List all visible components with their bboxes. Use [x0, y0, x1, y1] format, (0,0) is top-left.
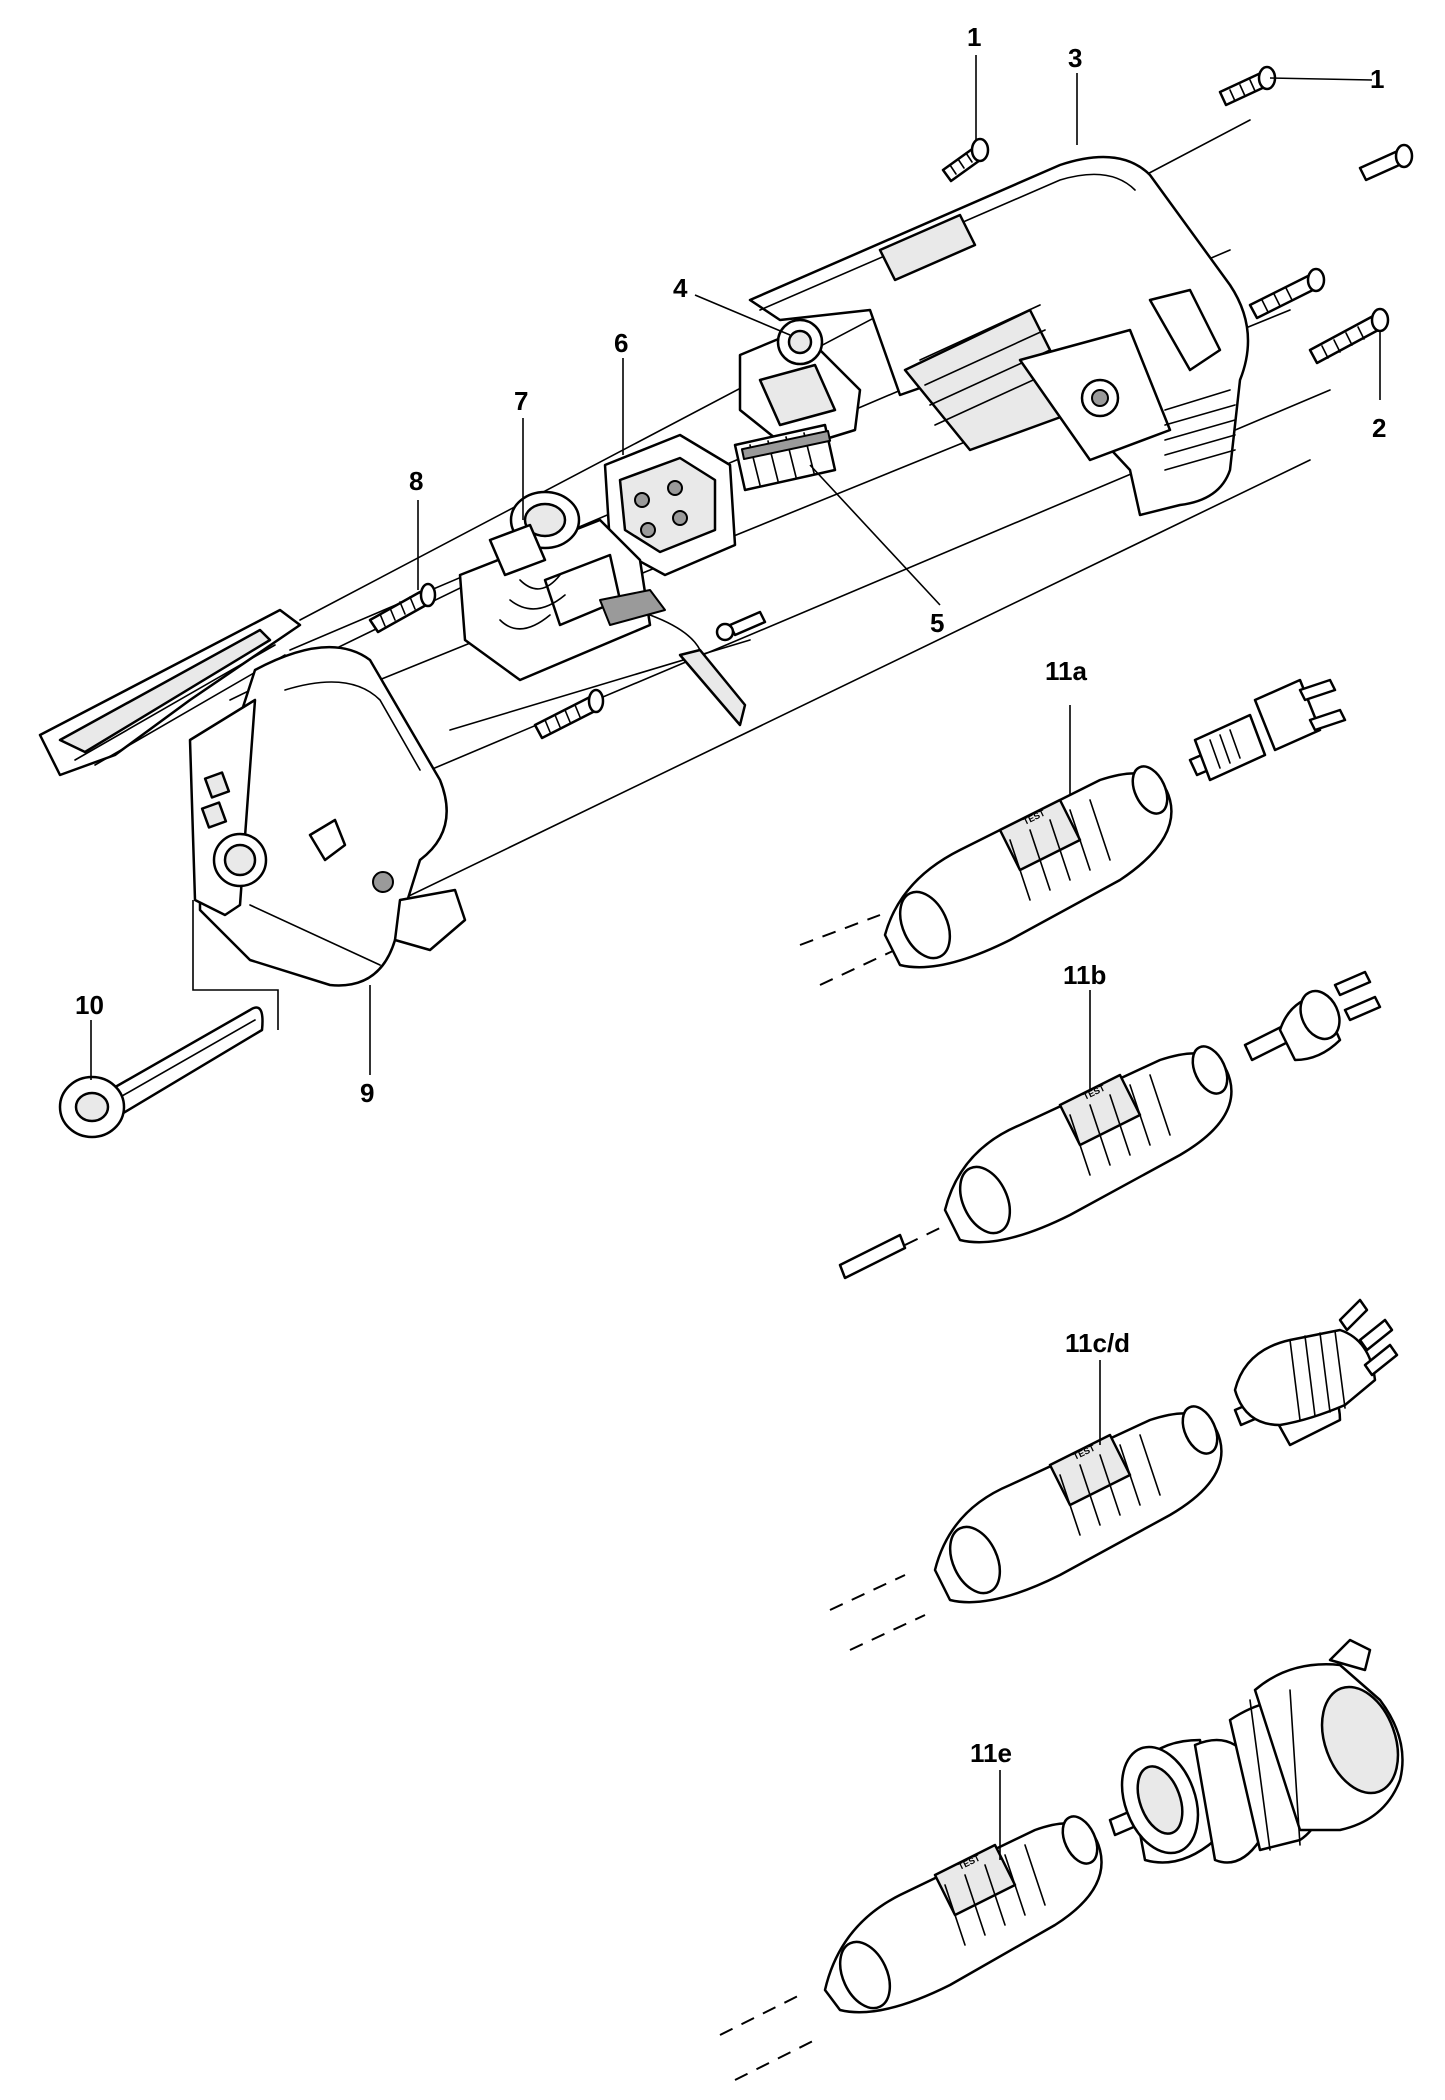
lower-housing: [38, 608, 467, 987]
leader-lines: [90, 55, 1381, 1860]
capacitor-switch-assembly: [458, 490, 747, 727]
callout-11e: 11e: [970, 1738, 1012, 1768]
cable-sleeve: [58, 900, 279, 1139]
terminal-strip: [733, 423, 837, 492]
screw-right-mid: [1248, 267, 1326, 320]
plug-11a: TEST: [799, 678, 1347, 986]
screw-top-right: [1218, 65, 1277, 107]
callout-labels: 1 3 1 2 4 6 7 8 5 11a 10 9 11b 11c/d 11e: [75, 22, 1386, 1768]
callout-3: 3: [1068, 43, 1082, 73]
callout-5: 5: [930, 608, 944, 638]
screw-middle-lower: [533, 688, 605, 740]
callout-8: 8: [409, 466, 423, 496]
screw-top-small: [941, 137, 990, 183]
plug-11cd: TEST: [829, 1298, 1399, 1651]
plug-11e: TEST: [719, 1638, 1404, 2081]
callout-2: 2: [1372, 413, 1386, 443]
switch-block: [603, 433, 737, 577]
plug-11b: TEST: [838, 970, 1382, 1280]
screw-long: [1308, 307, 1390, 365]
screw-left: [368, 582, 437, 634]
callout-1-top: 1: [967, 22, 981, 52]
callout-9: 9: [360, 1078, 374, 1108]
callout-6: 6: [614, 328, 628, 358]
callout-4: 4: [673, 273, 688, 303]
callout-11a: 11a: [1045, 656, 1087, 686]
callout-7: 7: [514, 386, 528, 416]
callout-11b: 11b: [1063, 960, 1106, 990]
callout-10: 10: [75, 990, 104, 1020]
bracket: [738, 318, 862, 452]
screw-right-upper: [1358, 143, 1414, 182]
small-screw-center: [715, 610, 767, 642]
callout-1-right: 1: [1370, 64, 1384, 94]
upper-housing: [748, 155, 1250, 517]
callout-11cd: 11c/d: [1065, 1328, 1130, 1358]
